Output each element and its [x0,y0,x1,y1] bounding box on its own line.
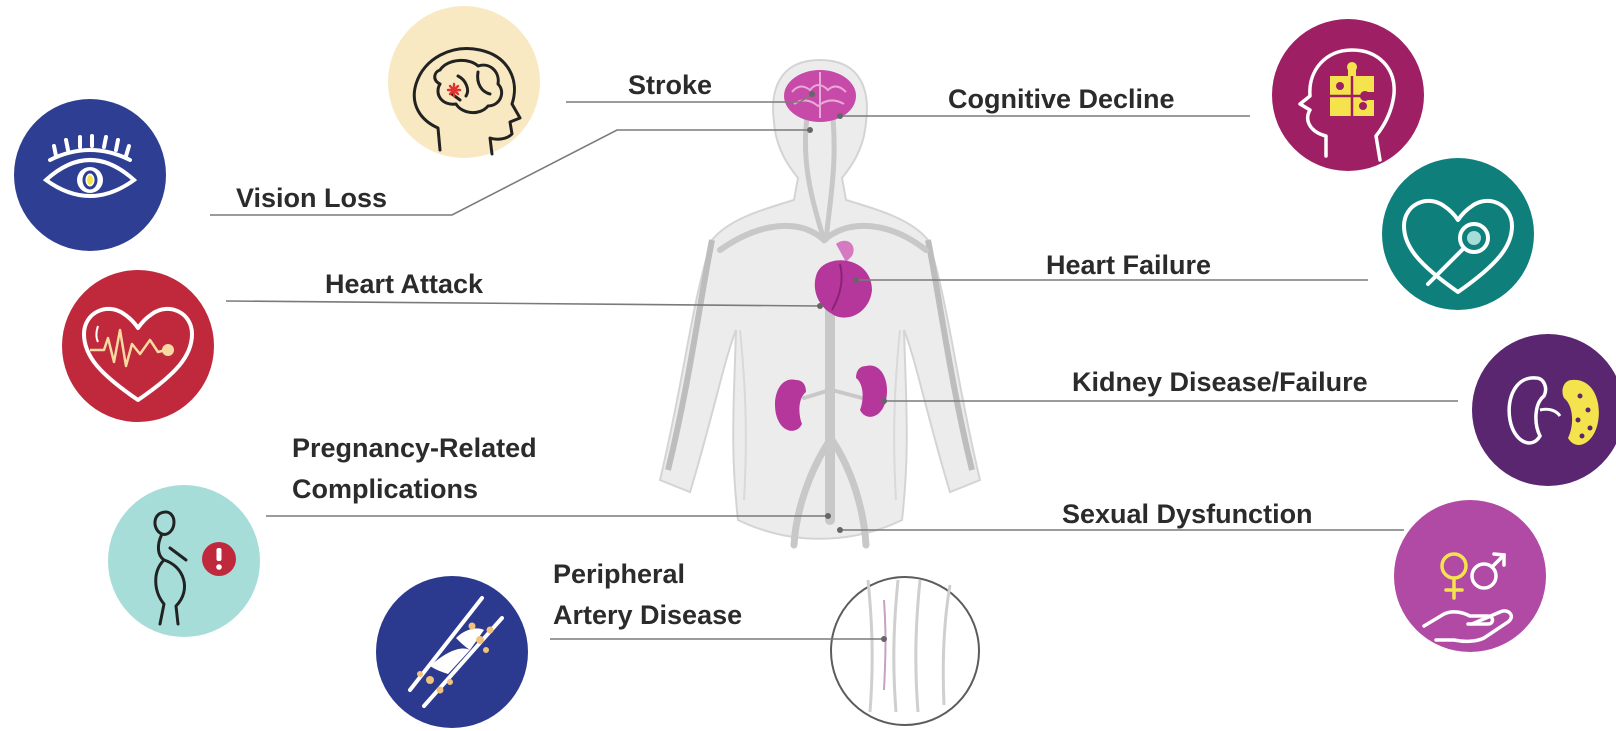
stroke-label: Stroke [628,65,712,106]
vision-loss-label: Vision Loss [236,178,387,219]
pregnancy-label: Pregnancy-Related Complications [292,428,537,510]
pregnant-woman-icon [108,485,260,637]
sexual-dysfunction-label: Sexual Dysfunction [1062,494,1313,535]
pad-label: Peripheral Artery Disease [553,554,742,636]
brain-head-icon [388,6,540,158]
cognitive-decline-label: Cognitive Decline [948,79,1175,120]
brain-organ [784,70,856,122]
artery-plaque-icon [376,576,528,728]
heart-ecg-icon [62,270,214,422]
heart-attack-label: Heart Attack [325,264,483,305]
kidney-icon [1472,334,1616,486]
eye-icon [14,99,166,251]
heart-magnifier-icon [1382,158,1534,310]
kidney-label: Kidney Disease/Failure [1072,362,1368,403]
heart-failure-label: Heart Failure [1046,245,1211,286]
legs-inset [831,577,979,725]
gender-symbols-hand-icon [1394,500,1546,652]
head-puzzle-icon [1272,19,1424,171]
